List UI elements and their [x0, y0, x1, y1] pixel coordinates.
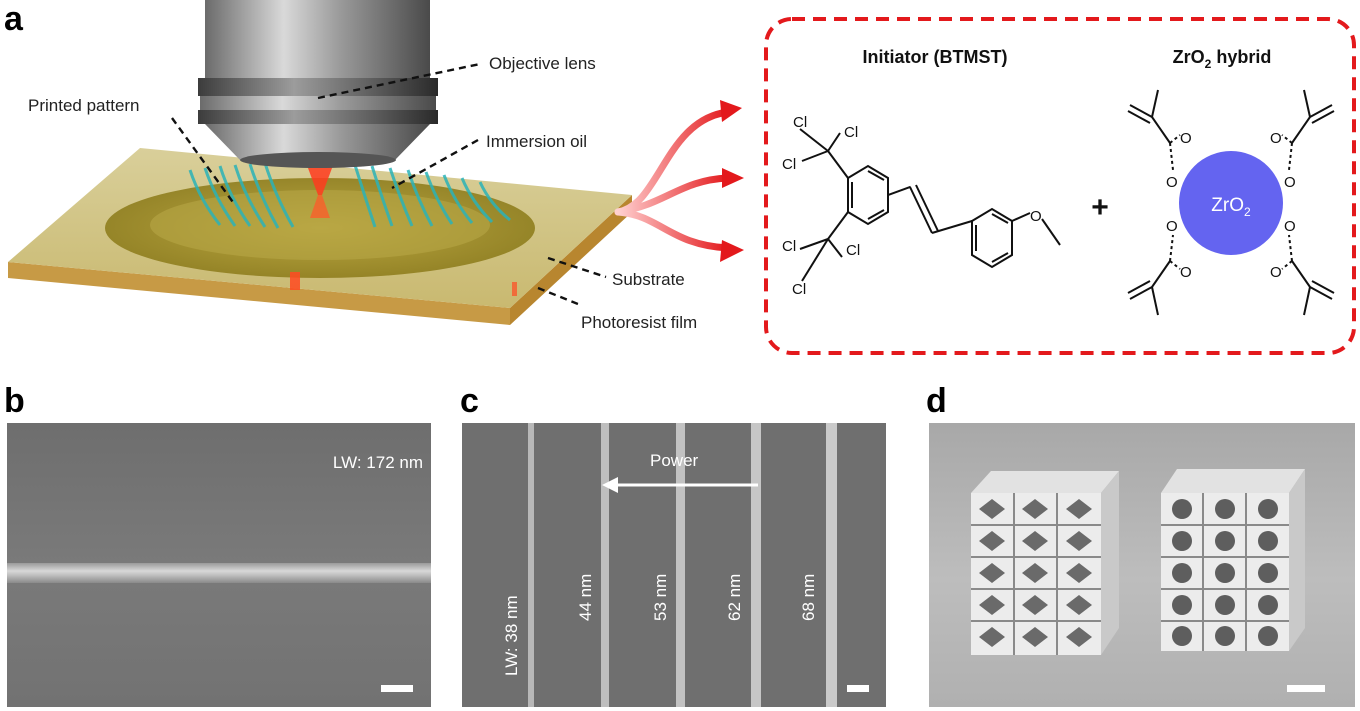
line-5 — [826, 423, 837, 707]
leader-substrate — [547, 256, 607, 279]
plus-sign: + — [1091, 191, 1109, 224]
printed-pattern-lines — [188, 162, 511, 229]
leader-printed-pattern — [171, 117, 236, 206]
setup-illustration — [8, 0, 744, 325]
chemistry-box: Initiator (BTMST) ZrO2 hybrid Cl Cl Cl C — [764, 17, 1356, 355]
line-2 — [601, 423, 609, 707]
cl-label-3: Cl — [782, 156, 796, 173]
line-label-44: 44 nm — [576, 573, 595, 621]
o-label-tr2: O — [1284, 174, 1296, 191]
o-label-tl1: O — [1180, 130, 1192, 147]
zro2-sphere — [1179, 151, 1283, 255]
cl-label-1: Cl — [793, 114, 807, 131]
laser-focus-bottom — [290, 272, 300, 290]
o-label-br1: O — [1284, 218, 1296, 235]
scale-bar — [847, 685, 869, 692]
objective-lens-tip — [205, 124, 430, 160]
line-4 — [751, 423, 761, 707]
slab-side — [510, 195, 632, 325]
lattice-cubes — [971, 469, 1305, 655]
methacrylate-ligands — [1127, 89, 1335, 316]
o-label-tr1: O — [1270, 130, 1282, 147]
cl-label-5: Cl — [846, 242, 860, 259]
sem-image-single-line: LW: 172 nm — [7, 423, 431, 707]
o-label-bl1: O — [1166, 218, 1178, 235]
sem-image-line-series: Power LW: 38 nm 44 nm 53 nm 62 nm 68 nm — [462, 423, 886, 707]
line-label-53: 53 nm — [651, 573, 670, 621]
slab-front — [8, 262, 510, 325]
panel-letter-a: a — [4, 0, 23, 38]
leader-photoresist-film — [537, 286, 579, 306]
o-label-br2: O — [1270, 264, 1282, 281]
panel-letter-b: b — [4, 382, 25, 420]
o-label-tl2: O — [1166, 174, 1178, 191]
panel-letter-d: d — [926, 382, 947, 420]
leader-objective-lens — [317, 62, 481, 100]
sem-image-lattice-cubes — [929, 423, 1355, 707]
cl-label-2: Cl — [844, 124, 858, 141]
btmst-structure — [799, 128, 1061, 282]
cube-circle-lattice — [1161, 469, 1305, 651]
cl-label-4: Cl — [782, 238, 796, 255]
objective-lens-label: Objective lens — [489, 54, 596, 73]
initiator-title: Initiator (BTMST) — [863, 47, 1008, 67]
dashed-red-frame — [764, 17, 1356, 355]
o-label-bl2: O — [1180, 264, 1192, 281]
cube-diamond-lattice — [971, 471, 1119, 655]
laser-beam — [305, 160, 335, 195]
objective-lens-body — [205, 0, 430, 78]
power-label: Power — [650, 451, 699, 470]
zro2-sphere-label: ZrO2 — [1211, 195, 1251, 219]
arrow-head-middle — [722, 168, 744, 188]
power-arrow — [602, 477, 758, 493]
printed-pattern-label: Printed pattern — [28, 96, 140, 115]
cl-label-6: Cl — [792, 281, 806, 298]
immersion-oil-label: Immersion oil — [486, 132, 588, 151]
arrow-head-bottom — [720, 240, 744, 262]
line-1 — [528, 423, 534, 707]
zro2-hybrid-title: ZrO2 hybrid — [1173, 47, 1272, 71]
leader-immersion-oil — [391, 138, 479, 190]
printed-line — [7, 563, 431, 583]
scale-bar — [1287, 685, 1325, 692]
methoxy-o-label: O — [1030, 208, 1042, 225]
line-label-38: LW: 38 nm — [502, 595, 521, 676]
line-3 — [676, 423, 685, 707]
photoresist-film-label: Photoresist film — [581, 313, 698, 332]
line-label-68: 68 nm — [799, 573, 818, 621]
arrow-group — [614, 108, 732, 252]
substrate-label: Substrate — [612, 270, 685, 289]
linewidth-label: LW: 172 nm — [332, 453, 423, 472]
line-label-62: 62 nm — [725, 573, 744, 621]
scale-bar — [381, 685, 413, 692]
arrow-head-top — [720, 100, 742, 122]
panel-letter-c: c — [460, 382, 479, 420]
